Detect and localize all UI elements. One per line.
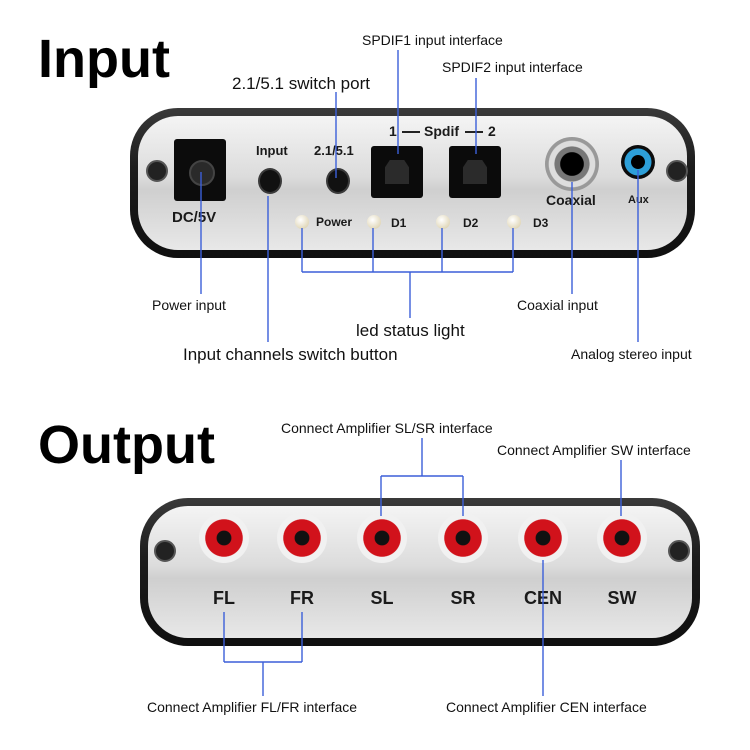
coaxial-input-callout: Coaxial input — [517, 297, 598, 313]
spdif-label: Spdif — [424, 123, 459, 139]
spdif1-callout: SPDIF1 input interface — [362, 32, 503, 48]
input-switch-button[interactable] — [258, 168, 282, 194]
port-label-fr: FR — [290, 588, 314, 608]
spdif2-callout: SPDIF2 input interface — [442, 59, 583, 75]
sl-sr-callout: Connect Amplifier SL/SR interface — [281, 420, 493, 436]
rca-sw-port — [597, 513, 647, 563]
dc-jack-hole-icon — [189, 160, 215, 186]
d1-led-label: D1 — [391, 216, 407, 230]
screw-icon — [668, 540, 690, 562]
power-input-callout: Power input — [152, 297, 226, 313]
input-heading: Input — [38, 29, 170, 89]
output-heading: Output — [38, 415, 215, 475]
rca-sr-port — [438, 513, 488, 563]
coaxial-label: Coaxial — [546, 192, 596, 208]
sw-callout: Connect Amplifier SW interface — [497, 442, 691, 458]
rca-fl-port — [199, 513, 249, 563]
input-button-label: Input — [256, 143, 288, 158]
port-label-sl: SL — [370, 588, 394, 608]
analog-input-callout: Analog stereo input — [571, 346, 692, 362]
led-status-callout: led status light — [356, 321, 465, 340]
spdif-dash — [465, 131, 483, 133]
power-led-label: Power — [316, 215, 353, 229]
fl-fr-callout: Connect Amplifier FL/FR interface — [147, 699, 358, 715]
d2-led-label: D2 — [463, 216, 479, 230]
screw-icon — [666, 160, 688, 182]
rca-cen-port — [518, 513, 568, 563]
spdif-2-label: 2 — [488, 123, 496, 139]
spdif-dash — [402, 131, 420, 133]
cen-callout: Connect Amplifier CEN interface — [446, 699, 647, 715]
input-switch-callout: Input channels switch button — [183, 345, 398, 364]
port-label-sw: SW — [607, 588, 637, 608]
optical-port-icon — [385, 160, 409, 184]
switch-port-button[interactable] — [326, 168, 350, 194]
d3-led-label: D3 — [533, 216, 549, 230]
switch-port-callout: 2.1/5.1 switch port — [232, 74, 370, 93]
spdif-1-label: 1 — [389, 123, 397, 139]
rca-fr-port — [277, 513, 327, 563]
switch-label: 2.1/5.1 — [314, 143, 354, 158]
screw-icon — [146, 160, 168, 182]
power-led-icon — [295, 215, 309, 229]
port-label-fl: FL — [213, 588, 235, 608]
dc-label: DC/5V — [172, 209, 217, 226]
port-label-sr: SR — [450, 588, 476, 608]
d2-led-icon — [436, 215, 450, 229]
d3-led-icon — [507, 215, 521, 229]
d1-led-icon — [367, 215, 381, 229]
screw-icon — [154, 540, 176, 562]
rca-sl-port — [357, 513, 407, 563]
optical-port-icon — [463, 160, 487, 184]
